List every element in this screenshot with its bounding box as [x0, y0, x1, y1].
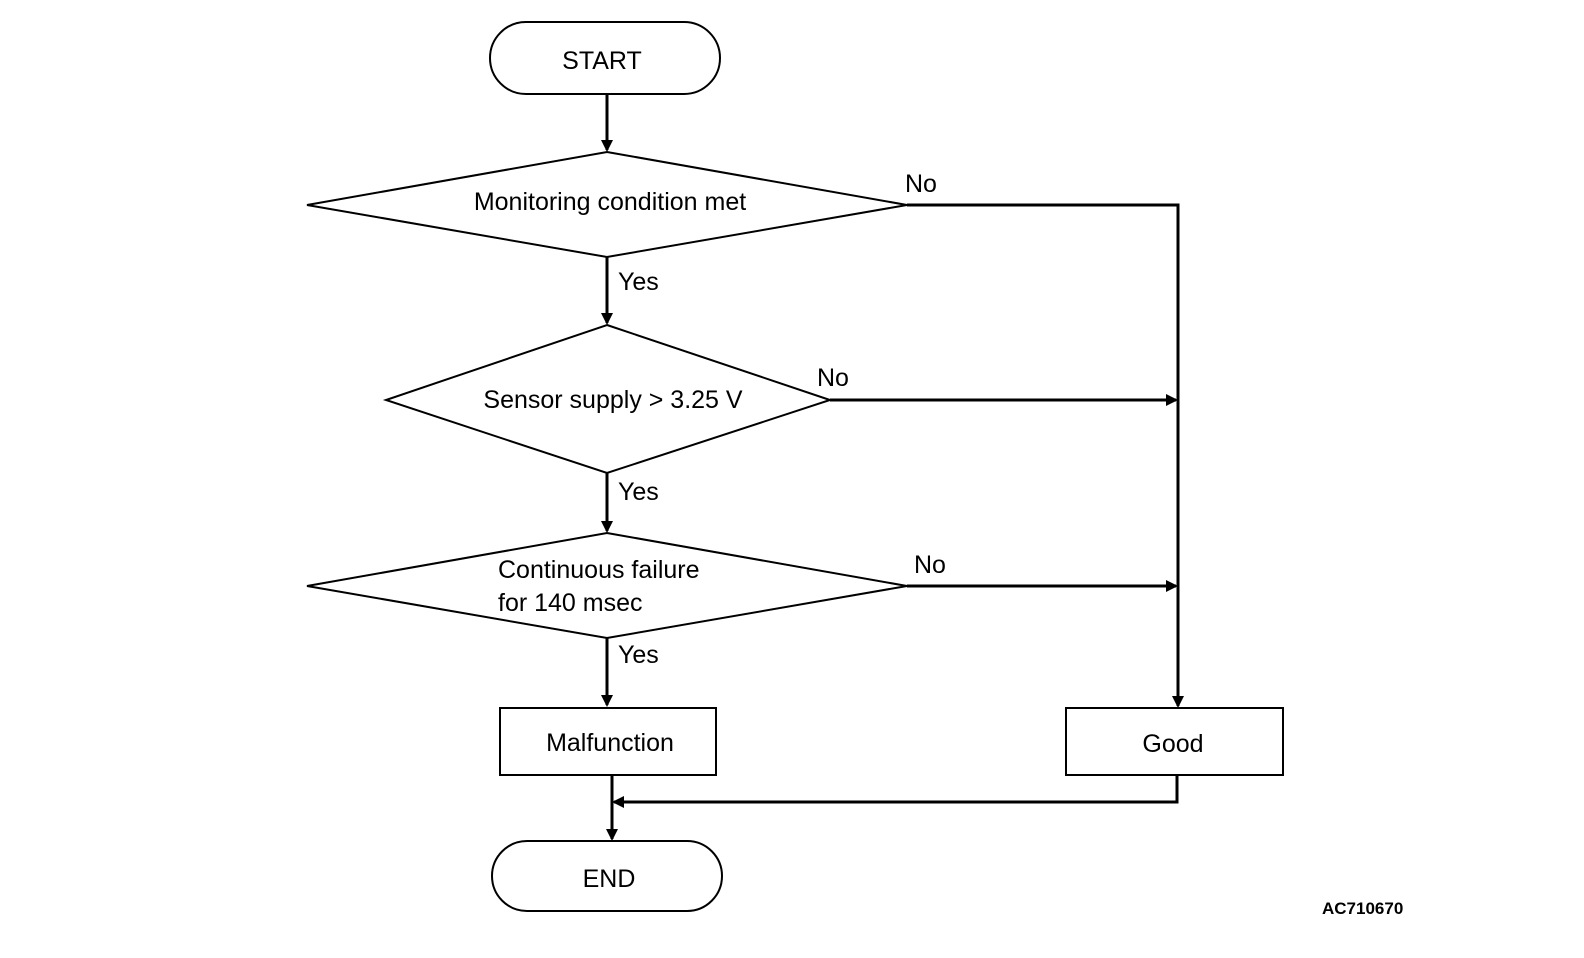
decision-1-label: Monitoring condition met	[474, 188, 746, 216]
decision-3-yes-label: Yes	[618, 641, 659, 669]
end-terminal	[491, 840, 723, 912]
start-label: START	[562, 47, 642, 75]
decision-1-no-label: No	[905, 170, 937, 198]
figure-code: AC710670	[1322, 899, 1403, 918]
end-label: END	[583, 865, 636, 893]
decision-3-diamond	[306, 531, 908, 640]
arrow-decision-1-no-to-good	[907, 203, 1184, 708]
arrow-good-to-end	[612, 775, 1179, 808]
start-terminal	[489, 21, 721, 95]
decision-2-yes-label: Yes	[618, 478, 659, 506]
decision-3-label-line-2: for 140 msec	[498, 589, 643, 617]
decision-3-no-label: No	[914, 551, 946, 579]
malfunction-label: Malfunction	[546, 729, 674, 757]
decision-2-no-label: No	[817, 364, 849, 392]
good-label: Good	[1142, 730, 1203, 758]
decision-3-label-line-1: Continuous failure	[498, 556, 700, 584]
decision-1-yes-label: Yes	[618, 268, 659, 296]
malfunction-box	[499, 707, 717, 776]
decision-2-label: Sensor supply > 3.25 V	[483, 386, 743, 414]
good-box	[1065, 707, 1284, 776]
